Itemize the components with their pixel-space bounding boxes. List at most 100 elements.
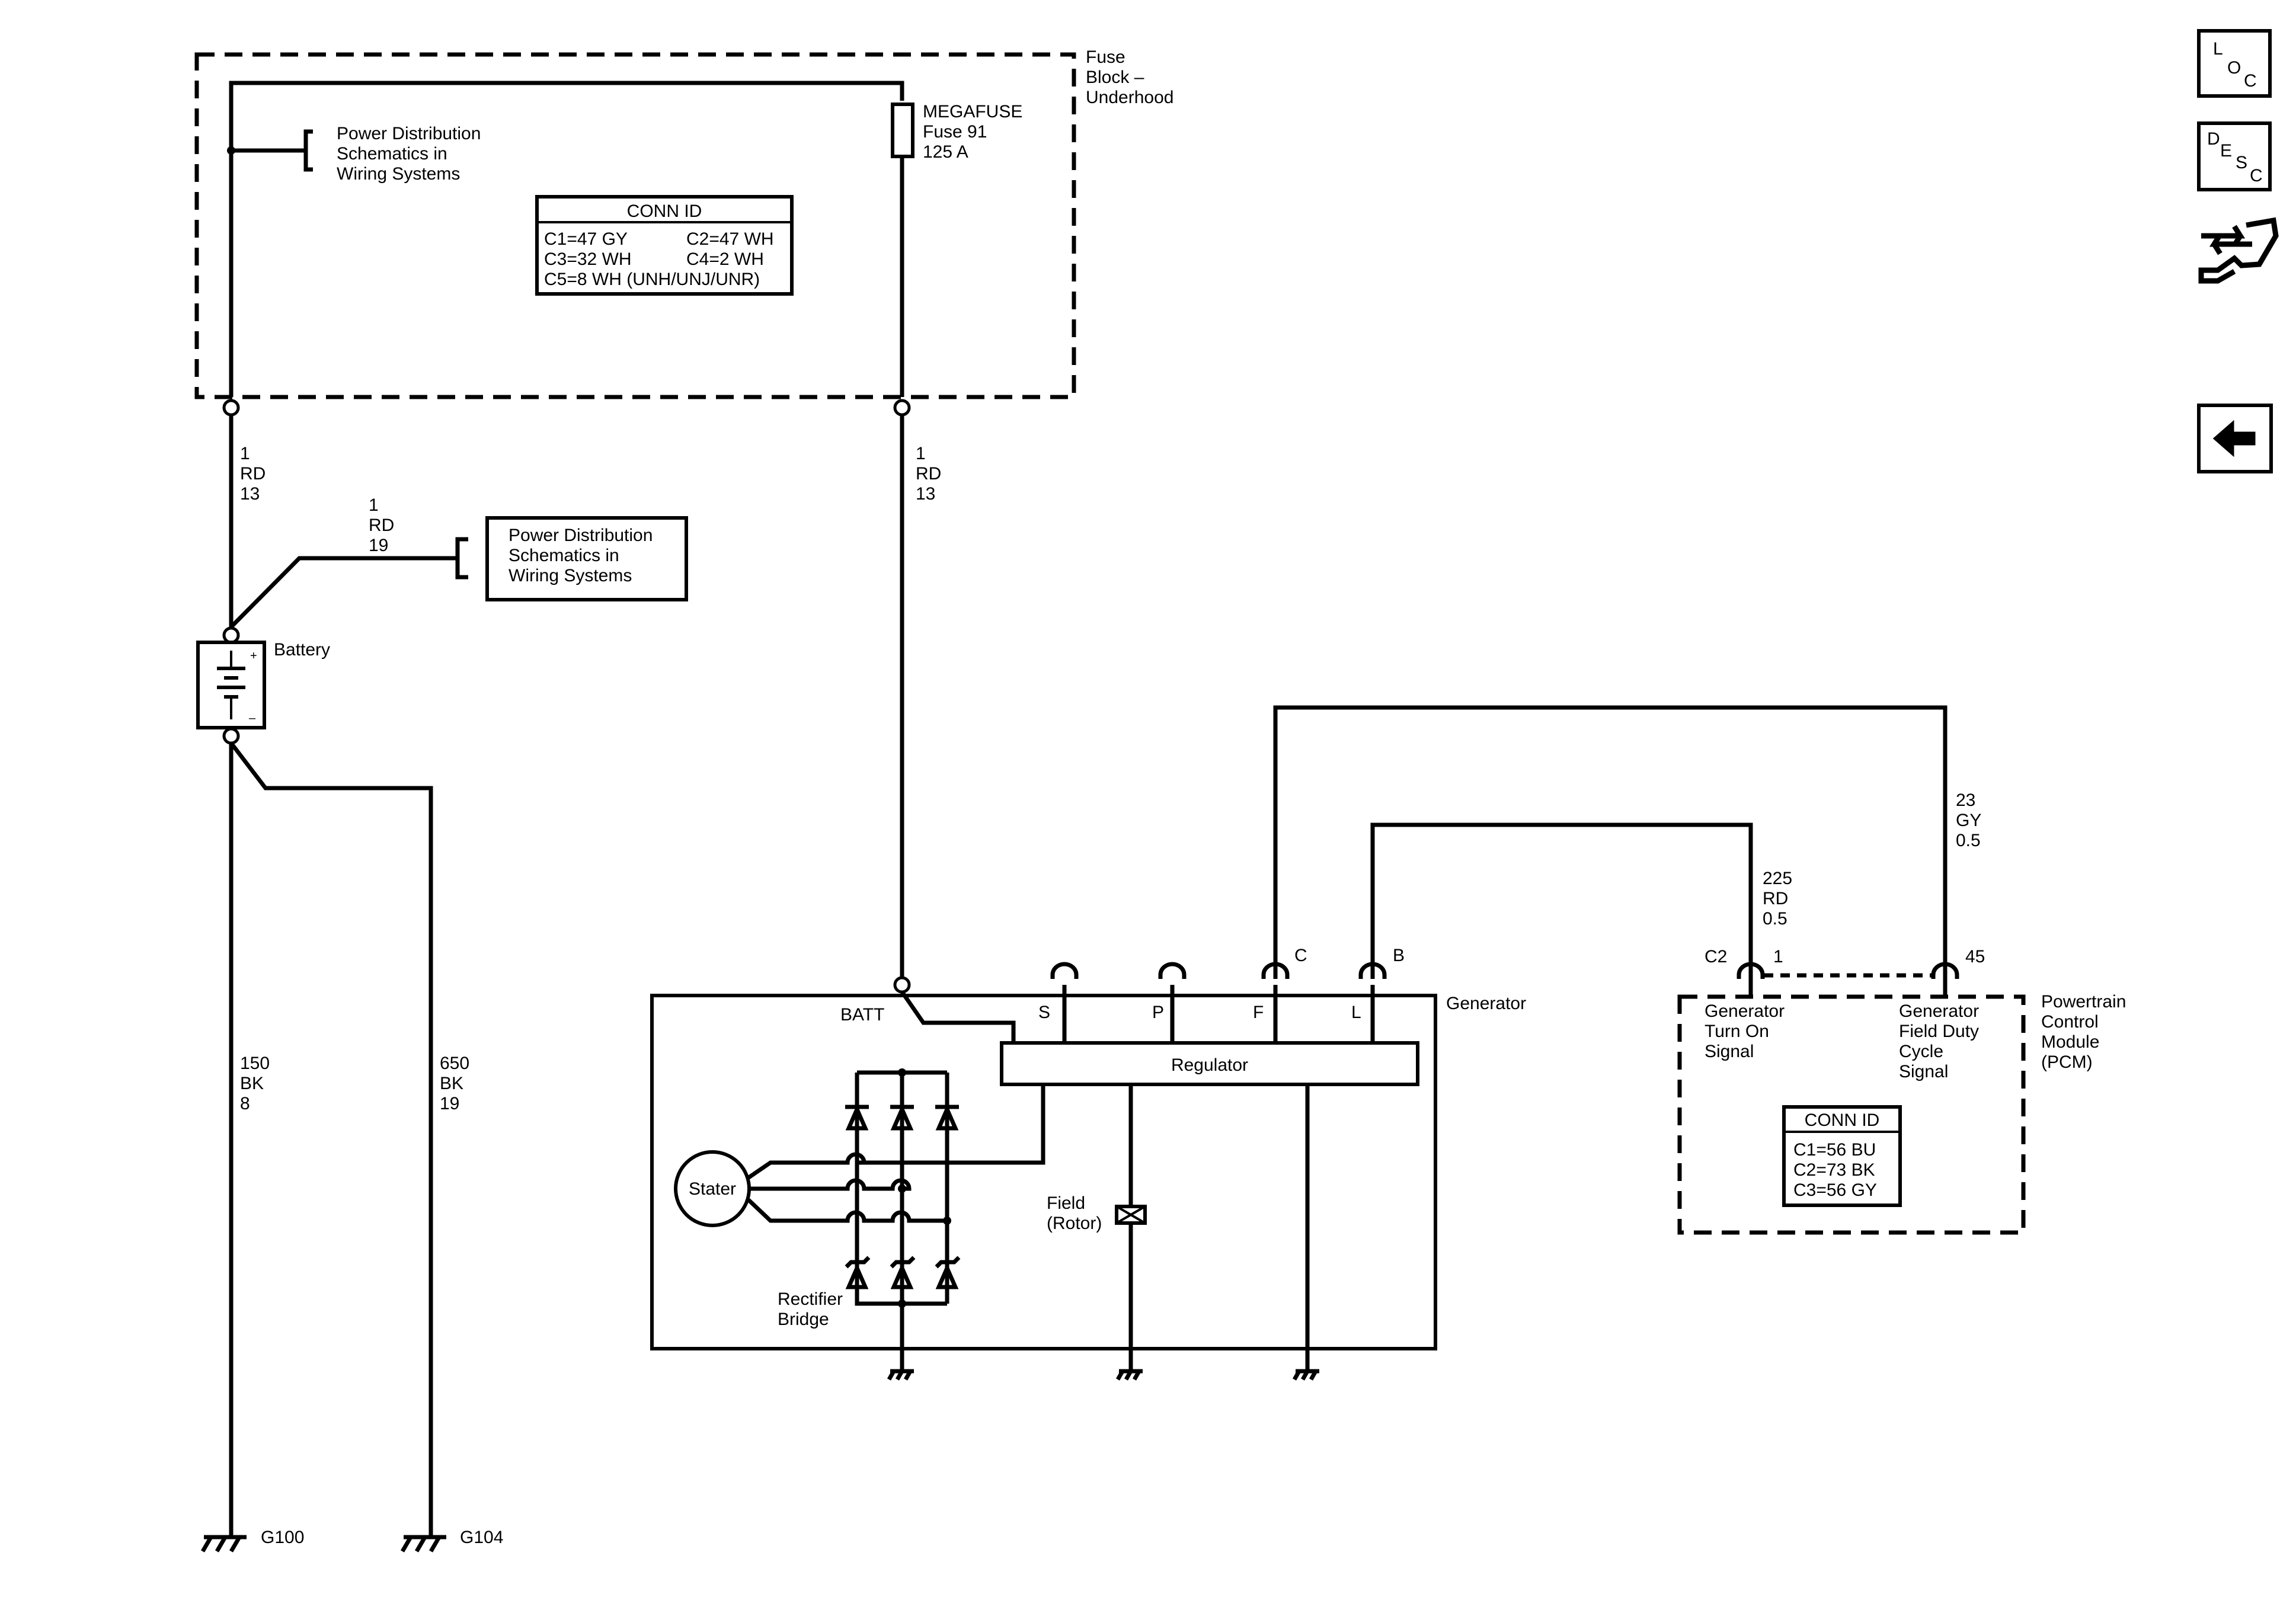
back-arrow-icon[interactable] [2197, 404, 2273, 473]
pcm-label-4: (PCM) [2041, 1052, 2093, 1072]
wire-right-main-circuit: 1 [916, 444, 926, 463]
terminal-p: P [1152, 1003, 1164, 1022]
wire-field-duty-signal [1273, 705, 1948, 979]
pcm-conn-id-c1: C1=56 BU [1793, 1140, 1876, 1160]
pcm-pin-45: 45 [1965, 947, 1985, 966]
desc-icon-s: S [2236, 153, 2247, 172]
conn-id-c5: C5=8 WH (UNH/UNJ/UNR) [544, 270, 760, 289]
ground-g104-symbol [400, 1535, 446, 1553]
field-label-2: (Rotor) [1047, 1214, 1102, 1233]
loc-icon[interactable]: L O C [2197, 29, 2272, 98]
loc-icon-o: O [2227, 58, 2241, 78]
wire-right-main-color: RD [916, 464, 941, 484]
ground-g100-label: G100 [261, 1528, 304, 1547]
wire-g100-color: BK [240, 1074, 264, 1093]
fuse-block-conn-id-table: CONN ID C1=47 GY C2=47 WH C3=32 WH C4=2 … [535, 195, 794, 296]
regulator-stator-wire [944, 1084, 1045, 1165]
pcm-turn-on-line-2: Turn On [1705, 1022, 1769, 1041]
pcm-field-duty-line-3: Cycle [1899, 1042, 1943, 1061]
wire-turn-on-circuit: 225 [1763, 869, 1792, 888]
generator-label: Generator [1446, 994, 1526, 1013]
desc-icon-d: D [2207, 129, 2220, 149]
wire-battery-branch-gauge: 19 [369, 536, 388, 555]
rectifier-label-2: Bridge [778, 1310, 829, 1329]
battery-label: Battery [274, 640, 330, 660]
pcm-label-1: Powertrain [2041, 992, 2126, 1012]
wire-right-main-gauge: 13 [916, 484, 935, 504]
pcm-label-3: Module [2041, 1032, 2099, 1052]
conn-id-c2: C2=47 WH [686, 229, 774, 249]
connector-tool-icon[interactable] [2198, 217, 2279, 284]
battery-plus: + [250, 649, 257, 662]
ground-g100-symbol [200, 1535, 247, 1553]
pcm-field-duty-line-1: Generator [1899, 1001, 1979, 1021]
pcm-turn-on-line-1: Generator [1705, 1001, 1785, 1021]
fuse-block-label-3: Underhood [1086, 88, 1173, 107]
wire-turn-on-color: RD [1763, 889, 1788, 908]
fuse-block-bus-wire [229, 81, 904, 397]
wire-turn-on-signal [1370, 822, 1753, 979]
wire-g104-gauge: 19 [440, 1094, 459, 1113]
battery-minus: – [249, 712, 256, 725]
regulator [1000, 1041, 1419, 1086]
desc-icon-e: E [2220, 141, 2232, 161]
wire-g100-gauge: 8 [240, 1094, 250, 1113]
rectifier-bridge [845, 1068, 961, 1308]
megafuse-symbol [891, 103, 914, 158]
power-dist-ref-line-3: Wiring Systems [337, 164, 460, 184]
pcm-pin-1: 1 [1773, 947, 1783, 966]
fuse-block-left-connector [222, 399, 240, 417]
megafuse-label-2: Fuse 91 [923, 122, 987, 142]
terminal-s: S [1038, 1003, 1050, 1022]
generator-batt-connector [893, 976, 911, 994]
wire-g100-circuit: 150 [240, 1054, 270, 1073]
wire-turn-on-gauge: 0.5 [1763, 909, 1787, 929]
wire-field-duty-color: GY [1956, 811, 1981, 830]
power-dist-ref-bracket [231, 129, 313, 172]
desc-icon[interactable]: D E S C [2197, 121, 2272, 191]
stator-symbol [674, 1150, 947, 1227]
power-dist-box: Power Distribution Schematics in Wiring … [485, 516, 688, 601]
power-dist-box-line-3: Wiring Systems [509, 566, 632, 585]
megafuse-label-3: 125 A [923, 142, 968, 162]
power-dist-ref-line-2: Schematics in [337, 144, 447, 164]
field-label-1: Field [1047, 1193, 1085, 1213]
stator-label: Stater [689, 1179, 736, 1199]
loc-icon-c: C [2244, 71, 2257, 91]
megafuse-label-1: MEGAFUSE [923, 102, 1022, 121]
conn-id-c1: C1=47 GY [544, 229, 628, 249]
fuse-block-underhood: Fuse Block – Underhood [194, 47, 1173, 399]
rectifier-label-1: Rectifier [778, 1289, 843, 1309]
terminal-c-label: C [1294, 946, 1307, 965]
wire-battery-branch [229, 556, 456, 629]
generator-batt-label: BATT [840, 1005, 884, 1025]
conn-id-c4: C4=2 WH [686, 249, 764, 269]
wire-left-main-color: RD [240, 464, 266, 484]
wire-battery-branch-color: RD [369, 516, 394, 535]
terminal-b-label: B [1393, 946, 1405, 965]
ground-g104-label: G104 [460, 1528, 503, 1547]
wire-g104-circuit: 650 [440, 1054, 469, 1073]
desc-icon-c: C [2250, 166, 2263, 185]
terminal-l: L [1351, 1003, 1361, 1022]
power-dist-box-line-1: Power Distribution [509, 526, 653, 545]
pcm-conn-id-c3: C3=56 GY [1793, 1180, 1877, 1200]
conn-id-c3: C3=32 WH [544, 249, 632, 269]
fuse-block-label-2: Block – [1086, 68, 1144, 87]
loc-icon-l: L [2213, 39, 2223, 59]
wire-ground-g104 [229, 741, 433, 1536]
wire-field-duty-circuit: 23 [1956, 790, 1975, 810]
battery-branch-bracket [455, 537, 468, 580]
power-dist-box-line-2: Schematics in [509, 546, 619, 565]
battery: + – [196, 626, 266, 745]
regulator-label: Regulator [1171, 1055, 1248, 1075]
pcm-conn-id-c2: C2=73 BK [1793, 1160, 1875, 1180]
wire-left-main-circuit: 1 [240, 444, 250, 463]
wire-left-main-gauge: 13 [240, 484, 260, 504]
batt-regulator-wire [900, 991, 1016, 1043]
pcm-label-2: Control [2041, 1012, 2099, 1032]
pcm-field-duty-line-4: Signal [1899, 1062, 1948, 1081]
chassis-ground-symbols [887, 1369, 1319, 1381]
generator [650, 994, 1437, 1350]
